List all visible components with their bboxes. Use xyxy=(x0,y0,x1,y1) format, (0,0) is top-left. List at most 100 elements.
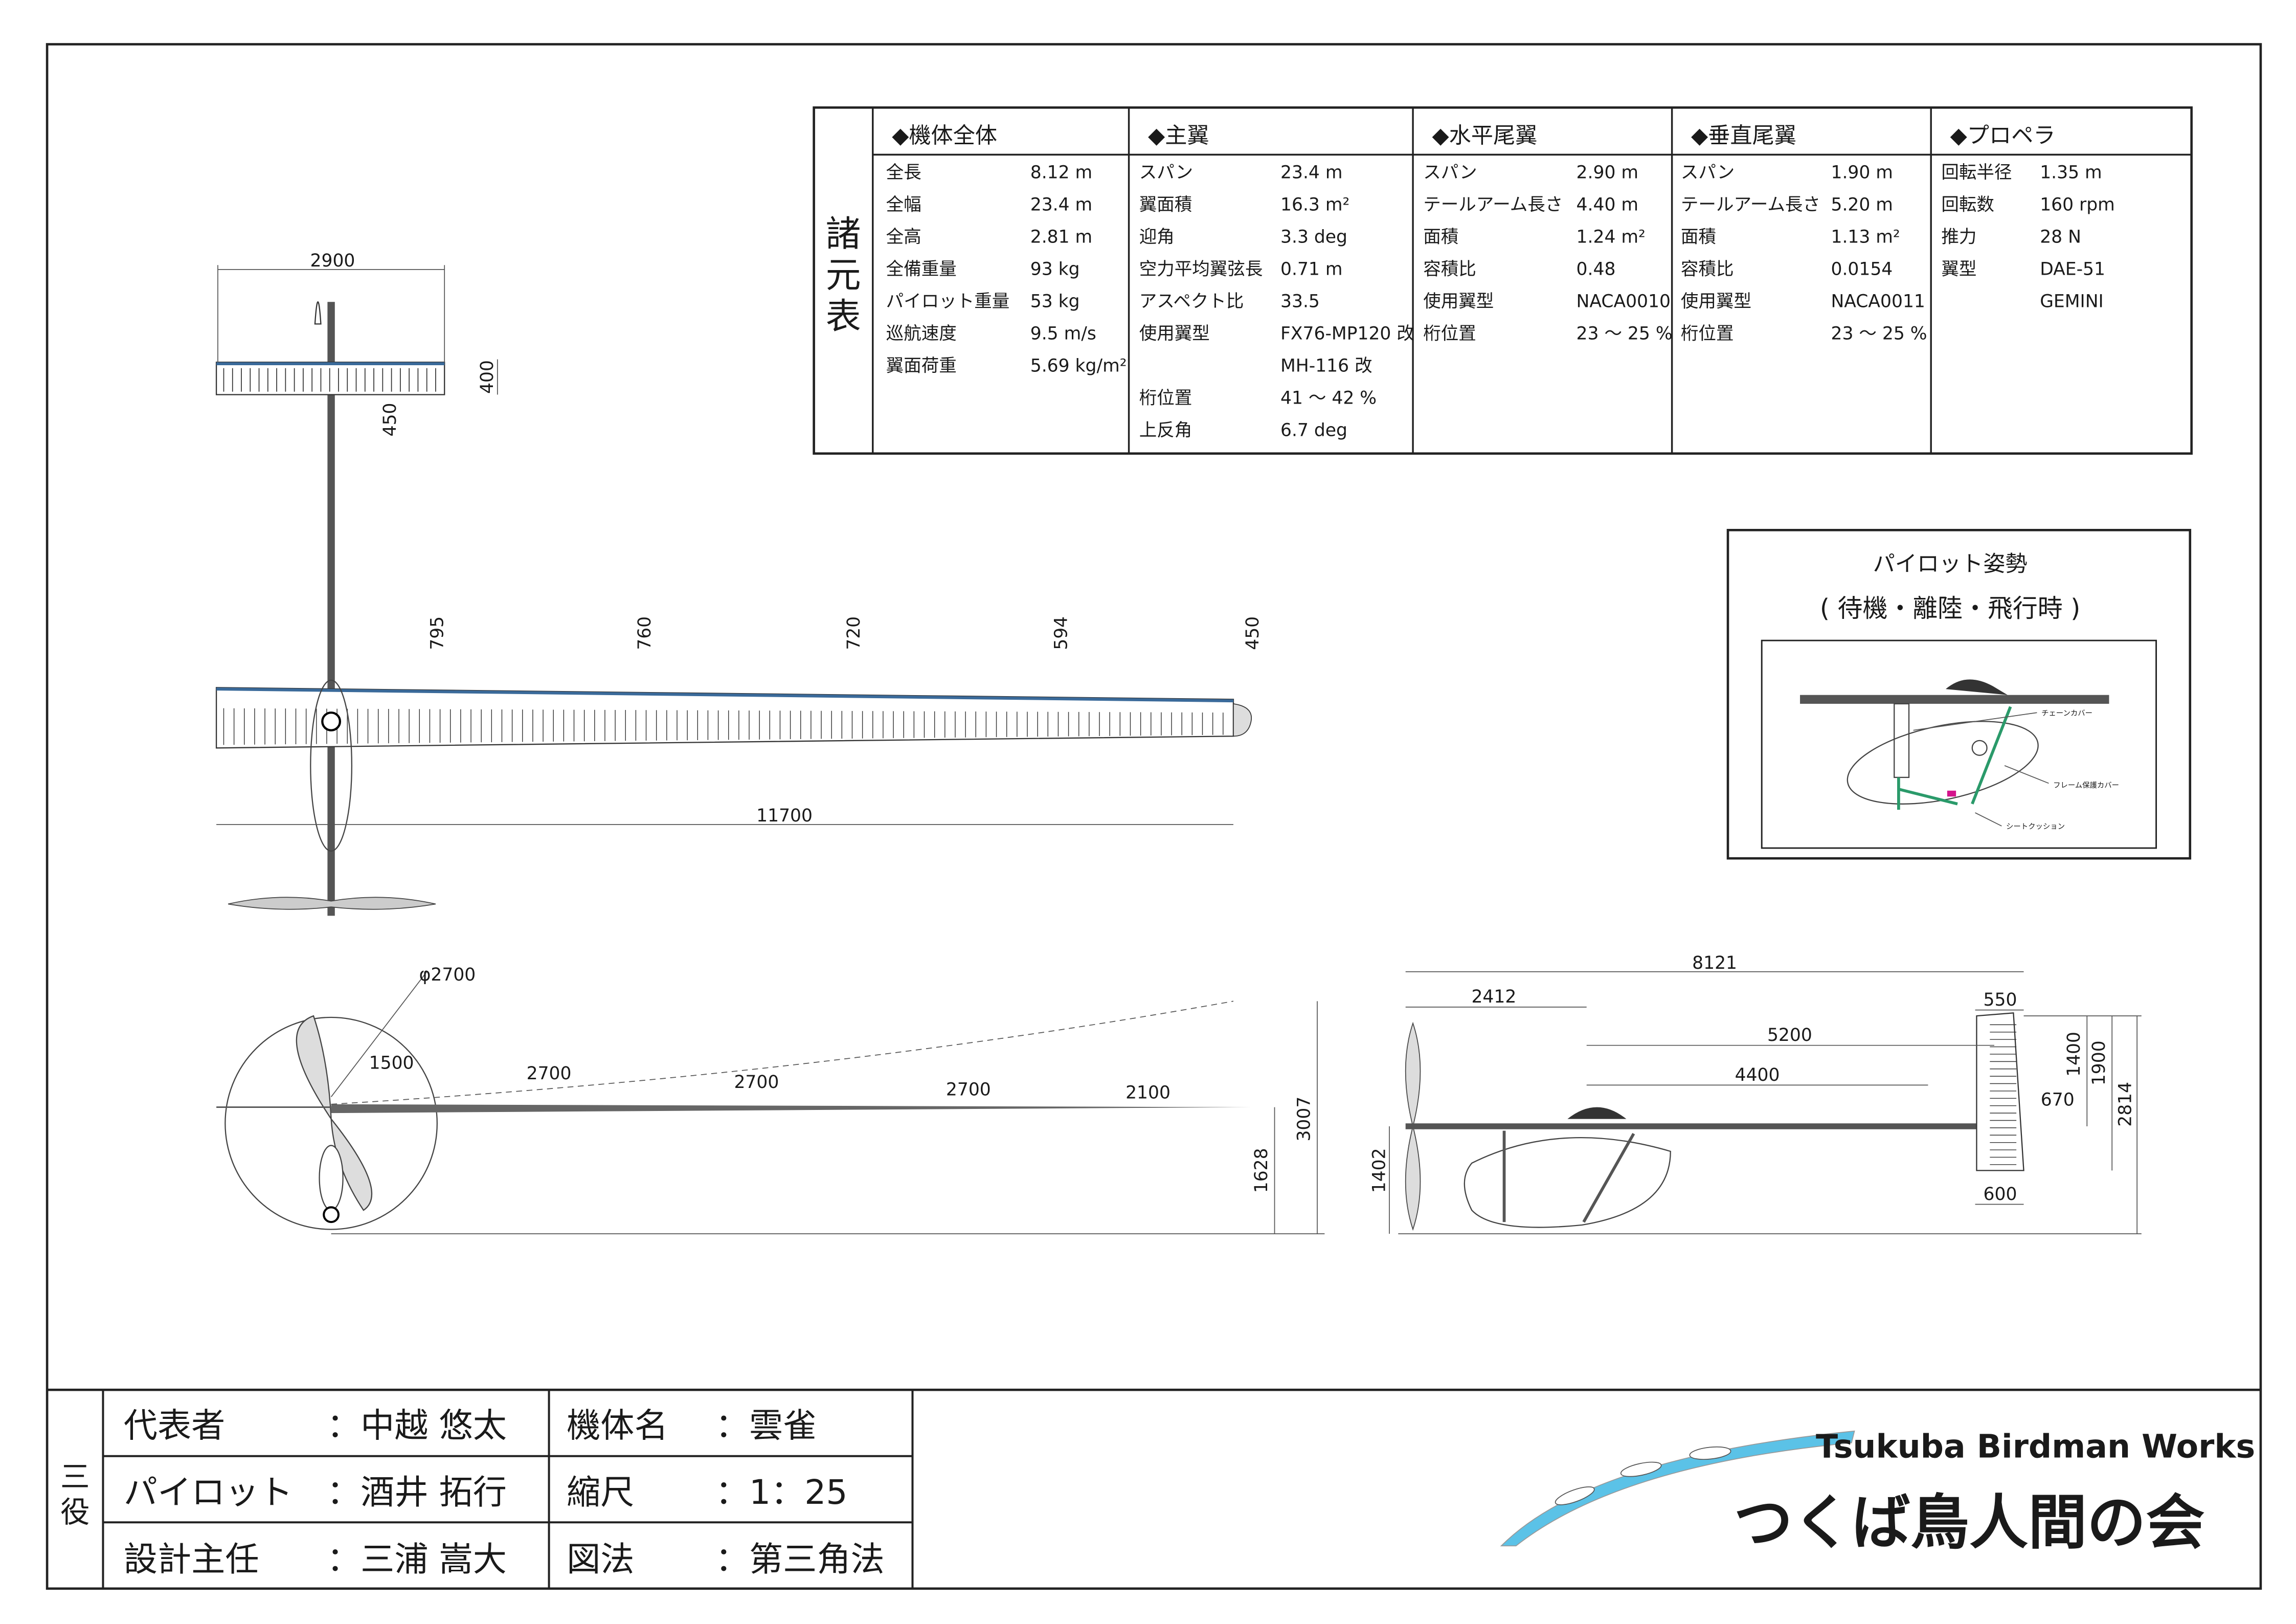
dim-670: 670 xyxy=(2041,1090,2075,1110)
spec-value: 0.48 xyxy=(1577,259,1616,280)
dim-chord-720: 720 xyxy=(844,616,864,650)
info-value: ：第三角法 xyxy=(715,1540,885,1579)
dim-chord-760: 760 xyxy=(635,616,655,650)
dim-prop-diameter: φ2700 xyxy=(419,965,476,985)
spec-value: 53 kg xyxy=(1030,292,1080,312)
spec-table-title: 表 xyxy=(826,296,861,337)
spec-label: テールアーム長さ xyxy=(1423,194,1563,215)
spec-label: 桁位置 xyxy=(1423,324,1476,344)
spec-label: 回転数 xyxy=(1941,194,1994,215)
spec-value: 2.90 m xyxy=(1577,162,1638,183)
spec-label: アスペクト比 xyxy=(1139,292,1244,312)
spec-value: 41 ～ 42 % xyxy=(1280,388,1377,409)
dim-2700-b: 2700 xyxy=(734,1072,779,1093)
spec-label: 全備重量 xyxy=(886,259,957,280)
spec-value: 1.24 m² xyxy=(1577,227,1646,247)
spec-label: 使用翼型 xyxy=(1139,324,1210,344)
role-label: 代表者 xyxy=(124,1406,226,1445)
spec-value: GEMINI xyxy=(2040,292,2104,312)
spec-value: 1.35 m xyxy=(2040,162,2102,183)
dim-2100: 2100 xyxy=(1126,1082,1170,1103)
role-name: ：酒井 拓行 xyxy=(327,1473,507,1512)
spec-label: 面積 xyxy=(1423,227,1458,247)
spec-column-header: ◆水平尾翼 xyxy=(1432,123,1537,148)
dim-htail-arm: 4400 xyxy=(1735,1065,1780,1085)
dim-chord-594: 594 xyxy=(1051,616,1072,650)
spec-label: スパン xyxy=(1681,162,1735,183)
spec-label: 桁位置 xyxy=(1139,388,1192,409)
dim-2412: 2412 xyxy=(1471,987,1516,1007)
spec-column-header: ◆主翼 xyxy=(1148,123,1209,148)
spec-value: DAE-51 xyxy=(2040,259,2105,280)
dim-vtail-arm: 5200 xyxy=(1767,1025,1812,1045)
info-value: ：雲雀 xyxy=(715,1406,817,1445)
spec-value: 93 kg xyxy=(1030,259,1080,280)
spec-value: NACA0011 xyxy=(1831,292,1925,312)
spec-label: 使用翼型 xyxy=(1681,292,1751,312)
spec-value: 5.20 m xyxy=(1831,194,1893,215)
spec-value: 1.90 m xyxy=(1831,162,1893,183)
info-label: 機体名 xyxy=(567,1406,668,1445)
spec-label: パイロット重量 xyxy=(886,292,1010,312)
logo-japanese: つくば鳥人間の会 xyxy=(1734,1489,2205,1558)
spec-value: 28 N xyxy=(2040,227,2081,247)
side-label: 役 xyxy=(60,1495,90,1529)
spec-label: 翼面荷重 xyxy=(886,356,957,376)
spec-label: 使用翼型 xyxy=(1423,292,1494,312)
spec-value: 23 ～ 25 % xyxy=(1577,324,1673,344)
top-view: 2900 400 450 795 760 720 594 450 11700 xyxy=(215,251,1263,916)
dim-1400: 1400 xyxy=(2064,1032,2084,1077)
pilot-posture-illustration: チェーンカバー フレーム保護カバー シートクッション xyxy=(1800,679,2119,831)
callout-seat-cushion: シートクッション xyxy=(2006,822,2065,831)
spec-label: 上反角 xyxy=(1139,420,1192,441)
spec-label: スパン xyxy=(1423,162,1477,183)
spec-label: 容積比 xyxy=(1681,259,1734,280)
spec-value: FX76-MP120 改 xyxy=(1280,324,1414,344)
dim-550: 550 xyxy=(1984,990,2017,1010)
pilot-posture-title: パイロット姿勢 xyxy=(1873,551,2028,577)
info-value: ：1：25 xyxy=(715,1473,848,1512)
spec-label: 翼面積 xyxy=(1139,194,1192,215)
dim-2700-a: 2700 xyxy=(527,1063,572,1084)
dim-overall-height: 2814 xyxy=(2115,1082,2136,1127)
dim-half-span: 11700 xyxy=(756,806,813,826)
spec-value: 23.4 m xyxy=(1280,162,1342,183)
pilot-posture-panel: パイロット姿勢 ( 待機・離陸・飛行時 ) チェーンカバー フレーム保護カバー … xyxy=(1726,529,2192,860)
front-view: φ2700 1500 2700 2700 2700 2100 3007 1628 xyxy=(216,965,1325,1234)
spec-value: 0.71 m xyxy=(1280,259,1342,280)
role-name: ：三浦 嵩大 xyxy=(327,1540,507,1579)
spec-value: 1.13 m² xyxy=(1831,227,1900,247)
spec-value: 8.12 m xyxy=(1030,162,1092,183)
spec-label: 推力 xyxy=(1941,227,1976,247)
spec-label: 翼型 xyxy=(1941,259,1976,280)
side-view: 8121 2412 5200 4400 550 1400 1900 670 28… xyxy=(1369,953,2142,1234)
spec-value: MH-116 改 xyxy=(1280,356,1372,376)
spec-value: 2.81 m xyxy=(1030,227,1092,247)
spec-column-header: ◆垂直尾翼 xyxy=(1691,123,1796,148)
spec-label: 容積比 xyxy=(1423,259,1476,280)
spec-label: 回転半径 xyxy=(1941,162,2012,183)
spec-column-header: ◆プロペラ xyxy=(1950,123,2056,148)
spec-value: 5.69 kg/m² xyxy=(1030,356,1127,376)
spec-label: スパン xyxy=(1139,162,1193,183)
role-label: パイロット xyxy=(124,1473,293,1512)
team-logo: Tsukuba Birdman Works つくば鳥人間の会 xyxy=(1500,1428,2255,1558)
spec-label: 桁位置 xyxy=(1681,324,1734,344)
spec-value: 33.5 xyxy=(1280,292,1320,312)
spec-label: 巡航速度 xyxy=(886,324,957,344)
spec-value: 9.5 m/s xyxy=(1030,324,1096,344)
spec-table-title: 諸 xyxy=(826,214,861,255)
spec-label: 全高 xyxy=(886,227,921,247)
spec-label: 全幅 xyxy=(886,194,921,215)
info-label: 図法 xyxy=(567,1540,634,1579)
dim-1402: 1402 xyxy=(1369,1148,1389,1193)
spec-value: 23 ～ 25 % xyxy=(1831,324,1927,344)
dim-1628: 1628 xyxy=(1251,1148,1272,1193)
spec-label: 迎角 xyxy=(1139,227,1175,247)
dim-2700-c: 2700 xyxy=(946,1080,991,1100)
dim-chord-450: 450 xyxy=(1243,616,1263,650)
spec-value: 6.7 deg xyxy=(1280,420,1347,441)
